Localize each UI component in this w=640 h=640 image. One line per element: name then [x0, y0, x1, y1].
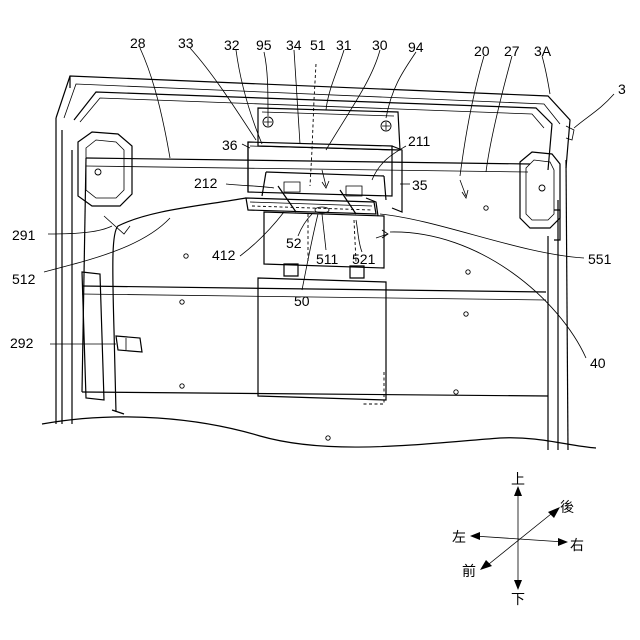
- label-50: 50: [294, 293, 310, 309]
- label-95: 95: [256, 37, 272, 53]
- label-521: 521: [352, 251, 376, 267]
- wiring: [104, 198, 246, 414]
- label-94: 94: [408, 39, 424, 55]
- label-3: 3: [618, 81, 626, 97]
- label-31: 31: [336, 37, 352, 53]
- label-3A: 3A: [534, 43, 552, 59]
- label-551: 551: [588, 251, 612, 267]
- label-291: 291: [12, 227, 36, 243]
- dir-left: 左: [452, 530, 466, 546]
- holder-body: [248, 142, 402, 212]
- label-33: 33: [178, 35, 194, 51]
- label-34: 34: [286, 37, 302, 53]
- dotted-cable: [310, 64, 316, 186]
- label-27: 27: [504, 43, 520, 59]
- dir-down: 下: [511, 592, 525, 608]
- label-212: 212: [194, 175, 218, 191]
- dir-right: 右: [570, 538, 584, 554]
- label-35: 35: [412, 177, 428, 193]
- hanging-plate: [258, 212, 386, 404]
- label-292: 292: [10, 335, 34, 351]
- label-30: 30: [372, 37, 388, 53]
- label-211: 211: [408, 133, 431, 149]
- label-51: 51: [310, 37, 326, 53]
- label-20: 20: [474, 43, 490, 59]
- break-line: [42, 417, 596, 448]
- label-412: 412: [212, 247, 236, 263]
- label-511: 511: [316, 251, 339, 267]
- dir-up: 上: [511, 472, 525, 488]
- left-corner-bracket: [78, 132, 132, 400]
- dir-back: 後: [560, 500, 574, 516]
- leader-lines: [44, 48, 614, 358]
- label-36: 36: [222, 137, 238, 153]
- label-28: 28: [130, 35, 146, 51]
- label-32: 32: [224, 37, 240, 53]
- label-52: 52: [286, 235, 302, 251]
- label-512: 512: [12, 271, 36, 287]
- direction-compass: 上 下 左 右 前 後: [452, 472, 584, 608]
- dir-front: 前: [462, 563, 476, 580]
- label-40: 40: [590, 355, 606, 371]
